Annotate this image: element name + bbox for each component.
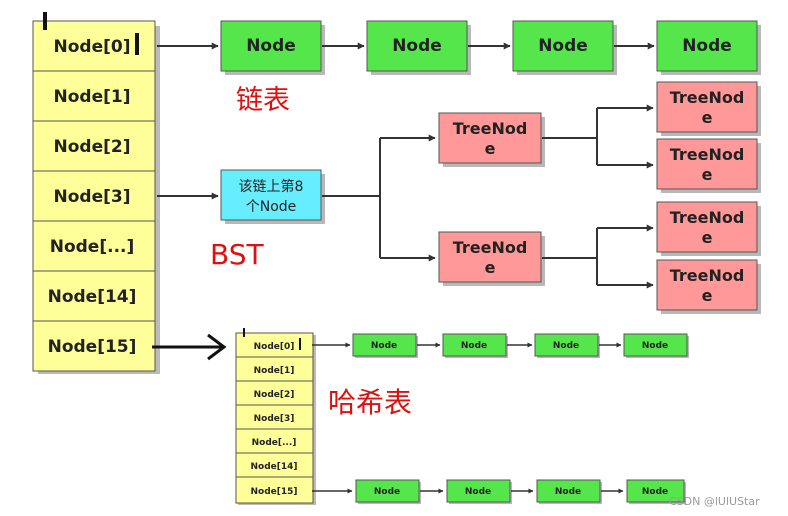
- bst-root-line1: 该链上第8: [239, 178, 304, 195]
- bucket-cell-4: Node[...]: [32, 220, 156, 272]
- small-list-node: Node: [642, 487, 668, 497]
- rehash-arrow-head: [207, 333, 227, 361]
- tree-node: TreeNod: [453, 238, 528, 257]
- small-list-node: Node: [555, 487, 581, 497]
- cursor-mark: [43, 12, 47, 30]
- tree-node: TreeNod: [670, 266, 745, 285]
- small-list-node: Node: [374, 487, 400, 497]
- cursor-mark: [243, 328, 245, 337]
- small-bucket-label: Node[...]: [252, 438, 297, 448]
- tree-node: TreeNod: [670, 208, 745, 227]
- bucket-label: Node[14]: [48, 287, 137, 307]
- tree-node: e: [485, 139, 496, 158]
- watermark: CSDN @lUlUStar: [669, 495, 760, 508]
- bucket-cell-0: Node[0]: [32, 20, 156, 72]
- bucket-cell-6: Node[15]: [32, 320, 156, 372]
- list-node: Node: [682, 36, 732, 56]
- bucket-array: Node[0] Node[1] Node[2] Node[3] Node[...…: [32, 12, 160, 374]
- bucket-label: Node[0]: [54, 37, 131, 57]
- small-list-node: Node: [553, 341, 579, 351]
- list-node: Node: [538, 36, 588, 56]
- bucket-cell-3: Node[3]: [32, 170, 156, 222]
- bst-tree: 该链上第8 个Node TreeNod e TreeNod e TreeNod …: [157, 81, 761, 314]
- tree-node: e: [702, 228, 713, 247]
- bst-label: BST: [210, 238, 264, 271]
- small-list-node: Node: [465, 487, 491, 497]
- small-list-node: Node: [642, 341, 668, 351]
- small-list-node: Node: [371, 341, 397, 351]
- linked-list-label: 链表: [236, 85, 290, 116]
- tree-node: e: [485, 258, 496, 277]
- small-bucket-label: Node[1]: [254, 366, 295, 376]
- tree-node: TreeNod: [670, 88, 745, 107]
- bucket-cell-2: Node[2]: [32, 120, 156, 172]
- tree-node: e: [702, 108, 713, 127]
- small-list-bottom: Node Node Node Node: [312, 479, 686, 504]
- small-list-top: Node Node Node Node: [312, 333, 689, 358]
- bucket-cell-5: Node[14]: [32, 270, 156, 322]
- bucket-label: Node[15]: [48, 337, 137, 357]
- tree-node: e: [702, 165, 713, 184]
- small-bucket-label: Node[0]: [254, 342, 295, 352]
- small-bucket-label: Node[3]: [254, 414, 295, 424]
- small-bucket-label: Node[2]: [254, 390, 295, 400]
- bucket-label: Node[1]: [54, 87, 131, 107]
- bucket-label: Node[3]: [54, 187, 131, 207]
- cursor-mark: [135, 33, 139, 55]
- list-node: Node: [392, 36, 442, 56]
- linked-list: Node Node Node Node 链表: [157, 20, 761, 116]
- bucket-label: Node[...]: [50, 237, 135, 257]
- bucket-cell-1: Node[1]: [32, 70, 156, 122]
- bst-root-line2: 个Node: [246, 199, 297, 215]
- bucket-label: Node[2]: [54, 137, 131, 157]
- hash-table-label: 哈希表: [328, 386, 412, 419]
- tree-node: TreeNod: [670, 145, 745, 164]
- list-node: Node: [246, 36, 296, 56]
- small-bucket-label: Node[14]: [250, 462, 297, 472]
- tree-node: e: [702, 286, 713, 305]
- small-list-node: Node: [461, 341, 487, 351]
- small-bucket-array: Node[0] Node[1] Node[2] Node[3] Node[...…: [235, 328, 316, 505]
- cursor-mark: [299, 338, 301, 350]
- tree-node: TreeNod: [453, 119, 528, 138]
- small-bucket-label: Node[15]: [250, 487, 297, 497]
